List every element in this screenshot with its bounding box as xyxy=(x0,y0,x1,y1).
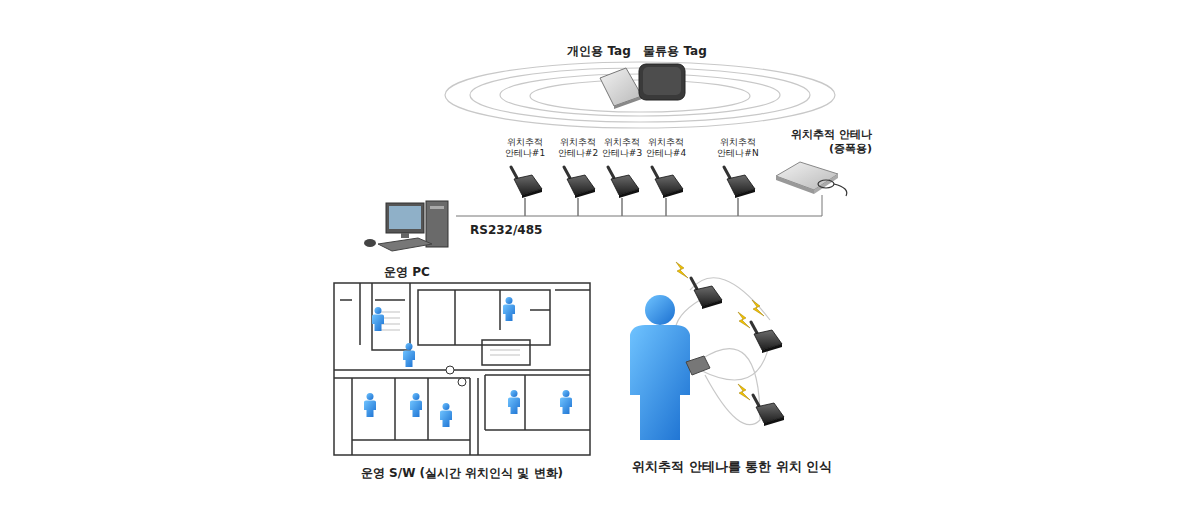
node-label: 위치추적 안테나#2 xyxy=(552,137,604,159)
node-label: 위치추적 안테나#3 xyxy=(596,137,648,159)
node-label: 위치추적 안테나#N xyxy=(712,137,764,159)
node-label: 위치추적 안테나 (증폭용) xyxy=(782,128,872,156)
node-label: 위치추적 안테나#1 xyxy=(499,137,551,159)
antenna-node: 위치추적 안테나#N xyxy=(712,137,764,198)
caption-label: 위치추적 안테나를 통한 위치 인식 xyxy=(632,458,832,476)
bus-wire xyxy=(738,195,822,216)
edge-label: RS232/485 xyxy=(470,223,542,237)
device-node: 위치추적 안테나 (증폭용) xyxy=(772,128,872,195)
antenna-node: 위치추적 안테나#2 xyxy=(552,137,604,198)
bus-wire xyxy=(622,198,666,216)
node-label: 물류용 Tag xyxy=(640,44,710,59)
bus-wire xyxy=(666,198,738,216)
device-node: 물류용 Tag xyxy=(640,44,710,102)
antenna-node: 위치추적 안테나#3 xyxy=(596,137,648,198)
bus-wire xyxy=(456,198,525,216)
floor-plan: 운영 S/W (실시간 위치인식 및 변화) xyxy=(330,281,594,481)
node-label: 위치추적 안테나#4 xyxy=(640,137,692,159)
bus-wire xyxy=(578,198,622,216)
node-label: 운영 PC xyxy=(358,265,456,280)
antenna-node: 위치추적 안테나#1 xyxy=(499,137,551,198)
node-label: 운영 S/W (실시간 위치인식 및 변화) xyxy=(330,466,594,481)
antenna-node: 위치추적 안테나#4 xyxy=(640,137,692,198)
device-node: 개인용 Tag xyxy=(560,44,638,110)
node-label: 개인용 Tag xyxy=(560,44,638,59)
bus-wire xyxy=(525,198,578,216)
device-node: 운영 PC xyxy=(358,198,456,280)
